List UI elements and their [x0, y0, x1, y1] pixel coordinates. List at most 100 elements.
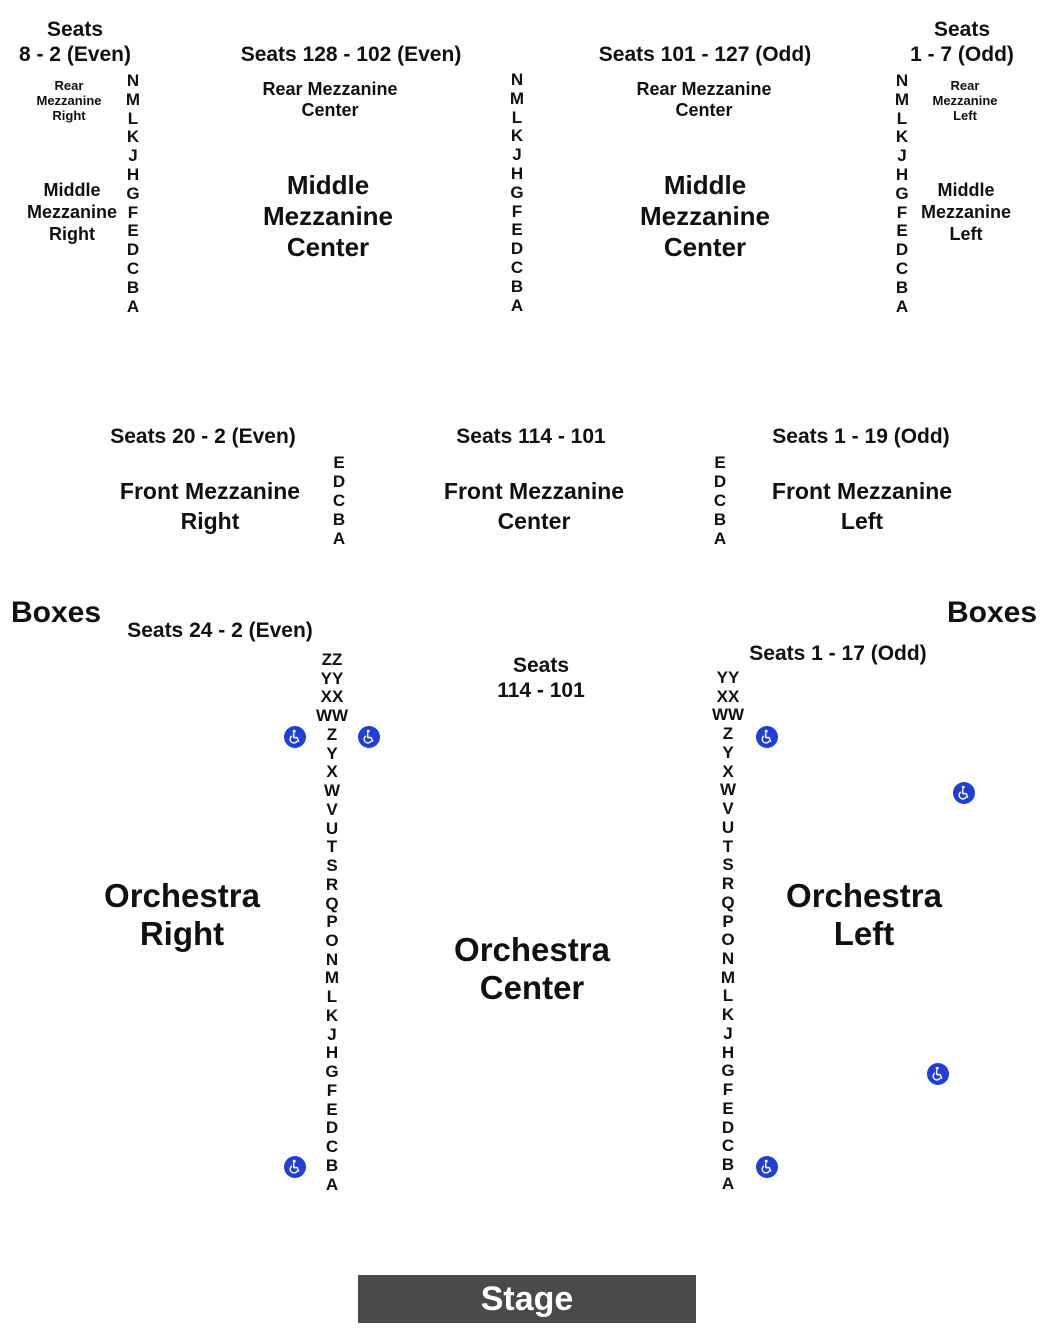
row-label: M: [324, 968, 340, 988]
row-label: F: [722, 1080, 734, 1100]
row-label: X: [326, 762, 338, 782]
label-line: Right: [180, 508, 240, 534]
wheelchair-accessible-icon: [756, 1156, 778, 1178]
row-label: D: [713, 472, 727, 491]
row-label: B: [332, 510, 346, 529]
front-mezzanine-left-label: Front Mezzanine Left: [752, 476, 972, 536]
mezz-center-right-seats-header: Seats 128 - 102 (Even): [240, 43, 462, 66]
mezz-center-left-seats-header: Seats 101 - 127 (Odd): [598, 43, 812, 66]
label-line: Rear Mezzanine: [262, 79, 398, 99]
label-line: Mezzanine: [262, 201, 394, 231]
row-label: Q: [325, 893, 339, 913]
orchestra-right-label: Orchestra Right: [72, 877, 292, 953]
row-label: H: [721, 1042, 735, 1062]
row-label: V: [722, 799, 734, 819]
row-label: B: [713, 510, 727, 529]
label-line: Left: [840, 508, 884, 534]
row-label: H: [325, 1043, 339, 1063]
row-label: WW: [315, 706, 349, 726]
row-label: W: [719, 780, 737, 800]
mezz-right-seats-header: Seats 8 - 2 (Even): [14, 17, 136, 67]
middle-mezzanine-center-right-label: Middle Mezzanine Center: [228, 170, 428, 263]
label-line: Left: [953, 108, 977, 123]
label-line: Middle: [937, 180, 995, 200]
row-label: J: [128, 146, 138, 166]
row-label: H: [126, 164, 140, 184]
seats-range: 8 - 2 (Even): [18, 43, 132, 66]
label-line: Orchestra: [454, 931, 610, 968]
row-label: Y: [722, 742, 734, 762]
row-label: D: [325, 1118, 339, 1138]
row-label: T: [326, 837, 338, 857]
row-label: N: [721, 949, 735, 969]
row-label: A: [126, 296, 140, 316]
label-line: Orchestra: [786, 877, 942, 914]
label-line: Middle: [663, 170, 747, 200]
label-line: Front Mezzanine: [771, 478, 953, 504]
row-label: K: [510, 126, 524, 146]
row-label: R: [721, 874, 735, 894]
row-label: Z: [722, 724, 734, 744]
label-line: Rear Mezzanine: [636, 79, 772, 99]
label-line: Center: [663, 232, 747, 262]
row-label: J: [512, 145, 522, 165]
row-label: E: [127, 221, 139, 241]
seats-range: 114 - 101: [497, 679, 585, 702]
row-label: L: [127, 108, 139, 128]
label-line: Center: [286, 232, 370, 262]
wheelchair-accessible-icon: [284, 1156, 306, 1178]
row-label: C: [895, 258, 909, 278]
row-label: F: [896, 202, 908, 222]
label-line: Front Mezzanine: [119, 478, 301, 504]
row-label: Y: [326, 743, 338, 763]
orchestra-left-label: Orchestra Left: [754, 877, 974, 953]
row-label: U: [325, 818, 339, 838]
row-label: YY: [320, 668, 344, 688]
row-label: G: [895, 183, 909, 203]
label-line: Mezzanine: [932, 93, 998, 108]
label-line: Middle: [286, 170, 370, 200]
row-label: B: [325, 1155, 339, 1175]
row-label: M: [894, 89, 910, 109]
rear-mezzanine-left-label: Rear Mezzanine Left: [920, 78, 1010, 123]
orchestra-right-seats-header: Seats 24 - 2 (Even): [127, 619, 313, 642]
mezz-left-seats-header: Seats 1 - 7 (Odd): [895, 17, 1029, 67]
row-label: Z: [326, 724, 338, 744]
row-label: O: [721, 930, 735, 950]
row-label: D: [126, 240, 140, 260]
row-label: B: [721, 1155, 735, 1175]
row-label: C: [126, 258, 140, 278]
row-label: R: [325, 874, 339, 894]
front-mezz-right-seats-header: Seats 20 - 2 (Even): [110, 425, 296, 448]
wheelchair-accessible-icon: [953, 782, 975, 804]
label-line: Rear: [950, 78, 980, 93]
row-label: G: [126, 183, 140, 203]
label-line: Center: [675, 100, 733, 120]
row-label: U: [721, 817, 735, 837]
row-label: M: [720, 967, 736, 987]
row-label: C: [713, 491, 727, 510]
boxes-right-label: Boxes: [11, 596, 102, 629]
row-label: A: [713, 529, 727, 548]
row-label: E: [896, 221, 908, 241]
row-label: D: [721, 1117, 735, 1137]
row-label: A: [332, 529, 346, 548]
row-label: N: [510, 70, 524, 89]
seats-label: Seats: [933, 18, 991, 41]
row-label: D: [510, 239, 524, 259]
row-label: A: [895, 296, 909, 316]
rear-mezzanine-center-right-label: Rear Mezzanine Center: [230, 79, 430, 121]
label-line: Left: [833, 915, 895, 952]
row-label: H: [895, 164, 909, 184]
row-label: F: [511, 201, 523, 221]
row-label: ZZ: [321, 650, 343, 669]
row-label: D: [895, 240, 909, 260]
row-label: L: [326, 987, 338, 1007]
seats-label: Seats: [512, 654, 570, 677]
row-label: F: [326, 1080, 338, 1100]
seats-label: Seats: [46, 18, 104, 41]
row-label: K: [895, 127, 909, 147]
